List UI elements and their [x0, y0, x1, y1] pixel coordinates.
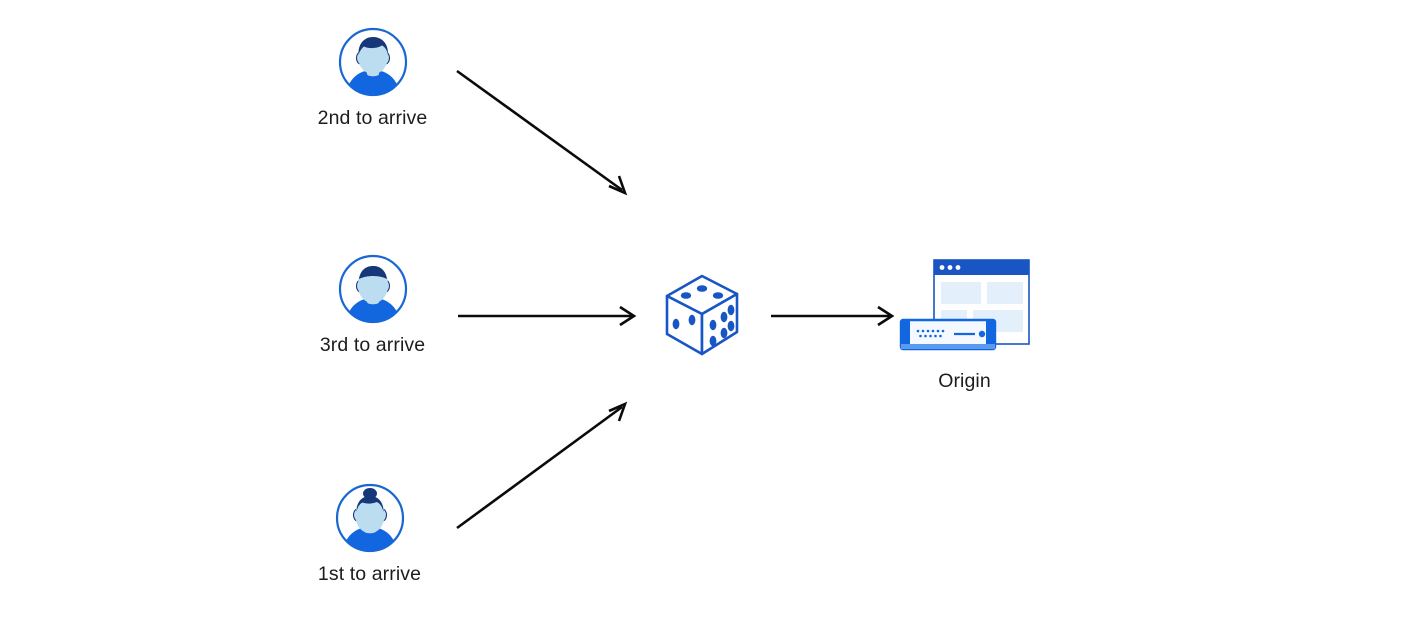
node-visitor-2nd[interactable]: 2nd to arrive — [295, 26, 450, 130]
node-label: Origin — [938, 370, 991, 392]
user-avatar-icon — [338, 254, 407, 324]
dice-icon — [665, 274, 739, 356]
arrow-1st-to-dice — [456, 401, 628, 530]
arrow-dice-to-origin — [771, 305, 895, 327]
node-visitor-3rd[interactable]: 3rd to arrive — [295, 253, 450, 357]
node-randomizer[interactable] — [662, 272, 742, 358]
arrow-2nd-to-dice — [456, 69, 628, 196]
node-origin[interactable]: Origin — [898, 256, 1031, 393]
user-avatar-icon — [338, 27, 407, 97]
origin-server-icon — [899, 259, 1030, 351]
server-device — [899, 318, 996, 351]
arrow-3rd-to-dice — [458, 305, 637, 327]
node-visitor-1st[interactable]: 1st to arrive — [292, 482, 447, 586]
node-label: 3rd to arrive — [319, 334, 426, 356]
node-label: 2nd to arrive — [317, 107, 428, 129]
user-avatar-icon — [335, 483, 404, 553]
node-label: 1st to arrive — [317, 563, 422, 585]
